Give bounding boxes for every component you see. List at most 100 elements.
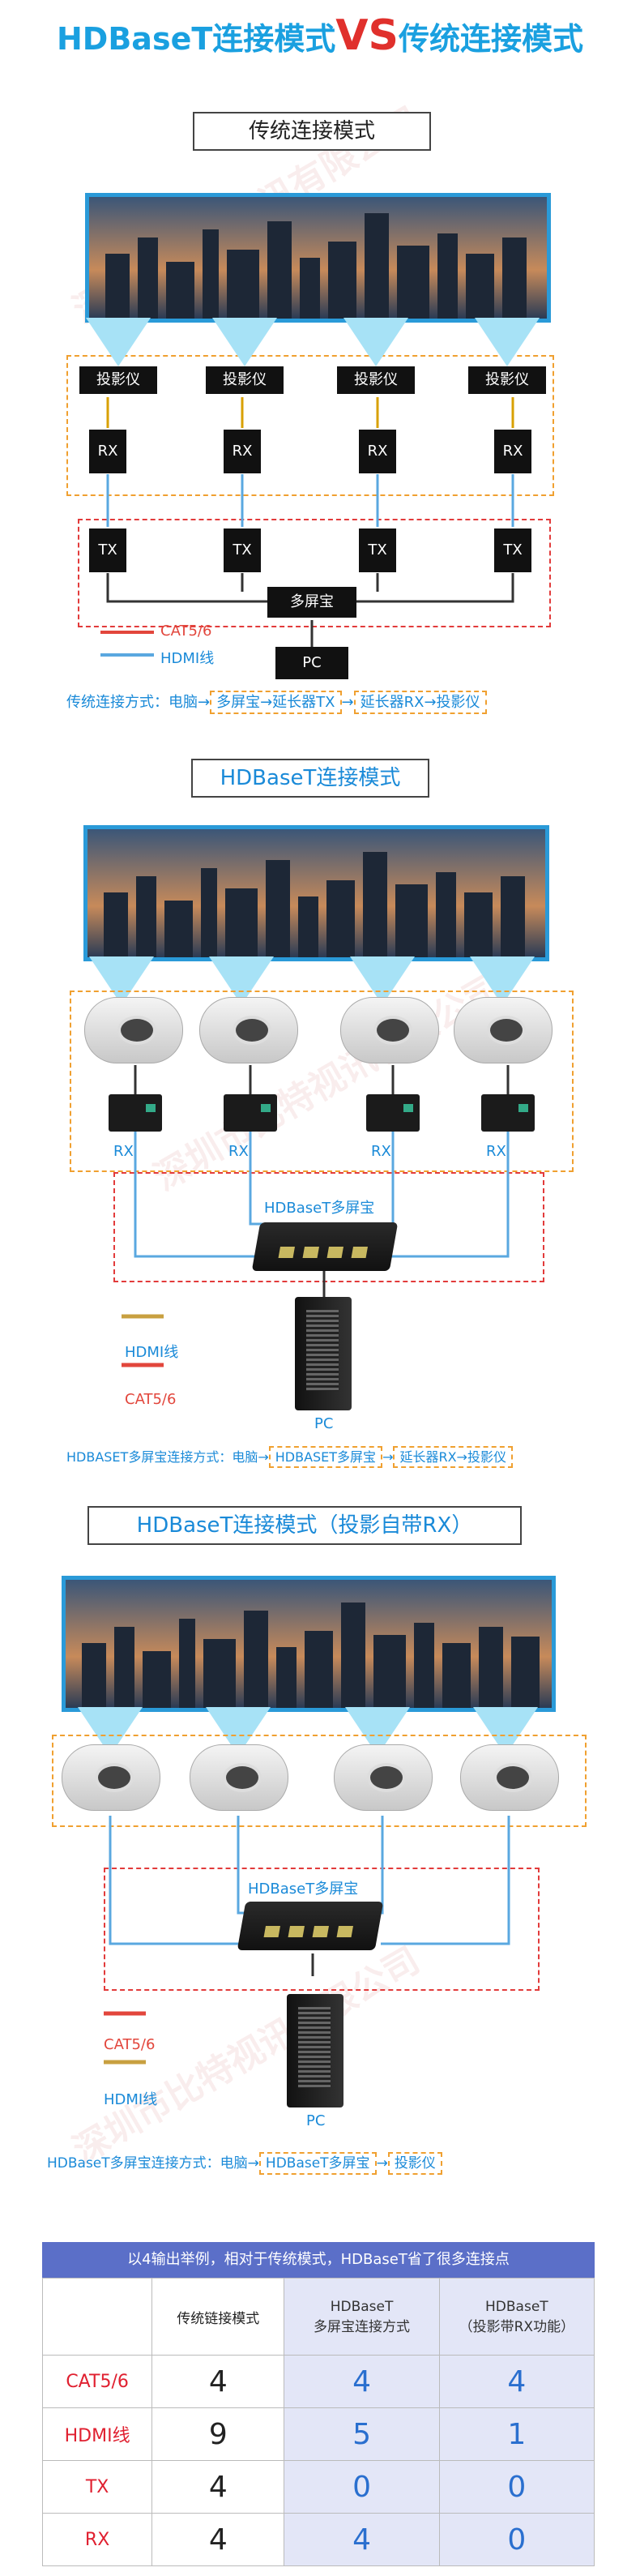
- cell-hdbaset-rx: 0: [438, 2513, 595, 2566]
- projector-box: 投影仪: [79, 366, 157, 394]
- section2-heading: HDBaseT连接模式: [191, 759, 429, 798]
- rx-device: [481, 1094, 535, 1132]
- projector: [454, 997, 553, 1063]
- tx-box: TX: [359, 528, 396, 572]
- section2-hub-group: [113, 1172, 544, 1282]
- rx-box: RX: [359, 430, 396, 473]
- beam: [343, 318, 408, 366]
- col-hdbaset-line2: 多屏宝连接方式: [314, 2318, 411, 2335]
- col-hdbaset-rx-line2: （投影带RX功能）: [459, 2318, 575, 2335]
- conn-prefix: 传统连接方式：电脑→: [66, 694, 211, 711]
- cell-hdbaset: 4: [284, 2513, 440, 2566]
- projector-box: 投影仪: [468, 366, 546, 394]
- section1-heading: 传统连接模式: [193, 112, 431, 151]
- rx-box: RX: [494, 430, 531, 473]
- rx-device: [109, 1094, 162, 1132]
- conn-box: 投影仪: [387, 2152, 442, 2175]
- conn-box: 延长器RX→投影仪: [353, 691, 487, 714]
- section2-screen: [83, 825, 549, 961]
- section1-projector-group: [66, 355, 554, 496]
- legend-cat-label: CAT5/6: [125, 1391, 177, 1408]
- title-vs: VS: [335, 11, 399, 60]
- skyline-image: [66, 1580, 552, 1708]
- rx-label: RX: [486, 1143, 506, 1160]
- table-row: TX 4 0 0: [41, 2460, 595, 2514]
- hdbaset-hub: [251, 1222, 399, 1271]
- conn-box: HDBaseT多屏宝: [258, 2152, 377, 2175]
- table-header-row: 传统链接模式 HDBaseT 多屏宝连接方式 HDBaseT （投影带RX功能）: [41, 2278, 595, 2356]
- legend-hdmi-label: HDMI线: [104, 2091, 158, 2108]
- hub-label: HDBaseT多屏宝: [248, 1881, 359, 1898]
- cell-hdbaset-rx: 4: [438, 2355, 595, 2408]
- projector: [190, 1744, 288, 1811]
- rx-box: RX: [224, 430, 261, 473]
- conn-prefix: HDBASET多屏宝连接方式：电脑→: [66, 1449, 269, 1465]
- title-hdbaset: HDBaseT连接模式: [57, 21, 336, 57]
- header-empty: [41, 2278, 153, 2356]
- projector: [199, 997, 298, 1063]
- col-hdbaset-line1: HDBaseT: [330, 2298, 394, 2315]
- cell-traditional: 4: [151, 2355, 285, 2408]
- tx-box: TX: [494, 528, 531, 572]
- table-row: HDMI线 9 5 1: [41, 2407, 595, 2461]
- legend-cat-label: CAT5/6: [104, 2036, 156, 2053]
- beam: [475, 318, 540, 366]
- hub-label: HDBaseT多屏宝: [264, 1200, 375, 1217]
- col-hdbaset: HDBaseT 多屏宝连接方式: [284, 2278, 440, 2356]
- beam: [212, 318, 277, 366]
- pc-tower: [295, 1297, 352, 1410]
- section3-connection-text: HDBaseT多屏宝连接方式：电脑→HDBaseT多屏宝→投影仪: [47, 2151, 442, 2175]
- title-traditional: 传统连接模式: [398, 21, 583, 57]
- col-hdbaset-rx-line1: HDBaseT: [485, 2298, 548, 2315]
- section1-cables: [106, 397, 514, 647]
- section1-connection-text: 传统连接方式：电脑→多屏宝→延长器TX→延长器RX→投影仪: [66, 691, 487, 714]
- page-title: HDBaseT连接模式VS传统连接模式: [0, 11, 640, 60]
- legend-hdmi-label: HDMI线: [125, 1344, 179, 1361]
- legend-icons: [100, 631, 154, 657]
- pc-label: PC: [306, 2112, 326, 2129]
- conn-arrow: →: [382, 1449, 394, 1465]
- cell-hdbaset: 4: [284, 2355, 440, 2408]
- projector: [62, 1744, 160, 1811]
- section1-tx-group: [78, 519, 551, 627]
- conn-arrow: →: [341, 694, 354, 711]
- section3-heading: HDBaseT连接模式（投影自带RX）: [87, 1506, 522, 1545]
- projector: [84, 997, 183, 1063]
- pc-tower: [287, 1994, 343, 2107]
- projector-box: 投影仪: [337, 366, 415, 394]
- projector: [334, 1744, 433, 1811]
- section2-connection-text: HDBASET多屏宝连接方式：电脑→HDBASET多屏宝→延长器RX→投影仪: [66, 1446, 513, 1468]
- skyline-image: [87, 829, 545, 957]
- cell-hdbaset: 5: [284, 2407, 440, 2461]
- projector-box: 投影仪: [206, 366, 284, 394]
- section3-hub-group: [104, 1868, 540, 1991]
- cell-traditional: 4: [151, 2513, 285, 2566]
- row-label: RX: [41, 2513, 153, 2566]
- comparison-banner: 以4输出举例，相对于传统模式，HDBaseT省了很多连接点: [42, 2242, 595, 2278]
- section2-projector-group: [70, 991, 574, 1172]
- rx-device: [224, 1094, 277, 1132]
- cell-hdbaset-rx: 1: [438, 2407, 595, 2461]
- skyline-image: [89, 197, 547, 319]
- comparison-table: 传统链接模式 HDBaseT 多屏宝连接方式 HDBaseT （投影带RX功能） C…: [41, 2278, 595, 2566]
- table-row: CAT5/6 4 4 4: [41, 2355, 595, 2408]
- conn-box: 多屏宝→延长器TX: [210, 691, 342, 714]
- row-label: CAT5/6: [41, 2355, 153, 2408]
- conn-prefix: HDBaseT多屏宝连接方式：电脑→: [47, 2155, 259, 2172]
- tx-box: TX: [89, 528, 126, 572]
- beam: [86, 318, 151, 366]
- legend-icons: [122, 1314, 164, 1367]
- rx-device: [366, 1094, 420, 1132]
- multiscreen-hub: 多屏宝: [267, 587, 356, 618]
- tx-box: TX: [224, 528, 261, 572]
- rx-label: RX: [371, 1143, 391, 1160]
- conn-box: HDBASET多屏宝: [268, 1446, 383, 1468]
- rx-label: RX: [113, 1143, 134, 1160]
- rx-label: RX: [228, 1143, 249, 1160]
- section3-projector-group: [52, 1735, 587, 1827]
- col-traditional: 传统链接模式: [151, 2278, 285, 2356]
- projector: [460, 1744, 559, 1811]
- section2-cables: [134, 1065, 510, 1297]
- table-row: RX 4 4 0: [41, 2513, 595, 2566]
- pc-box: PC: [275, 647, 348, 679]
